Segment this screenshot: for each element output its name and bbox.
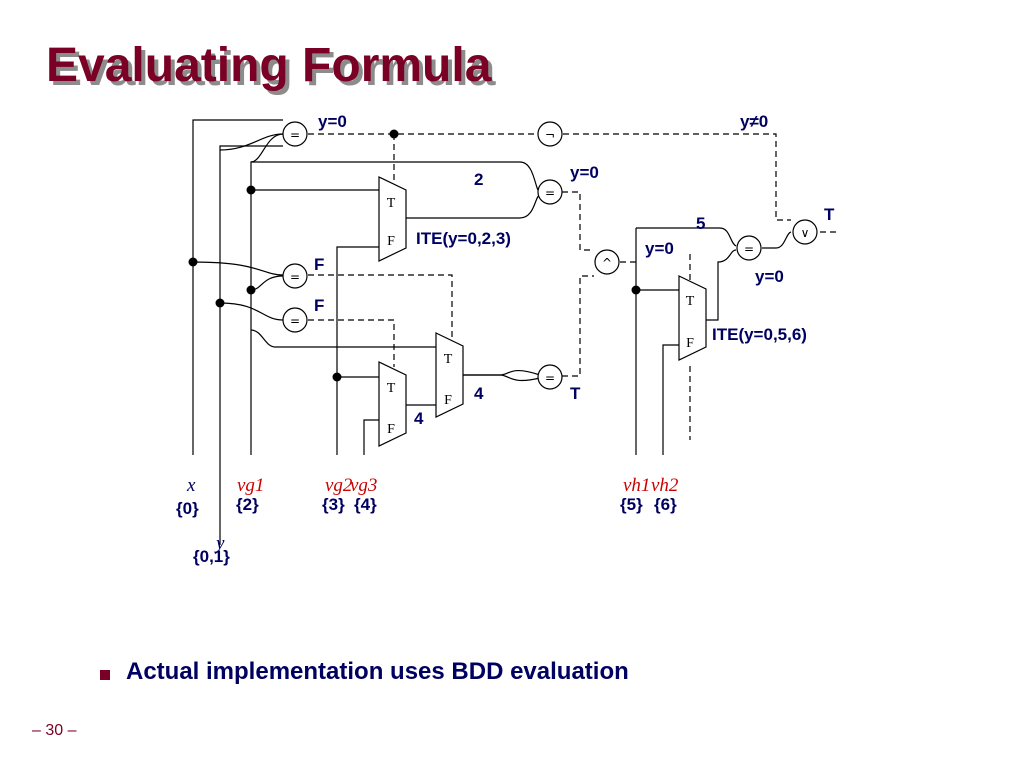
label-val-4a: 4	[474, 384, 484, 403]
input-vg1-name: vg1	[237, 475, 264, 496]
mux-2	[435, 332, 464, 418]
mux-3	[378, 361, 407, 447]
page-number: – 30 –	[32, 722, 77, 739]
input-vg2-name: vg2	[325, 475, 353, 496]
input-vg2-set: {3}	[322, 495, 345, 514]
junction-dot	[246, 185, 256, 195]
op-symbol: ∨	[801, 226, 810, 240]
input-x-name: x	[186, 475, 196, 496]
op-symbol: =	[545, 371, 555, 385]
input-y-set: {0,1}	[193, 547, 230, 566]
eq-node-x-vg3	[282, 307, 308, 333]
label-or-out: T	[824, 205, 835, 224]
label-ite1: ITE(y=0,2,3)	[416, 229, 511, 248]
op-symbol: ^	[602, 256, 612, 270]
junction-dot	[188, 257, 198, 267]
input-vg3-name: vg3	[350, 475, 377, 496]
label-ite2: ITE(y=0,5,6)	[712, 325, 807, 344]
eq-node-5	[736, 235, 762, 261]
junction-dot	[246, 285, 256, 295]
wire-x	[192, 119, 283, 455]
op-symbol: =	[290, 128, 300, 142]
input-vh2-name: vh2	[651, 475, 679, 496]
input-y-name: y	[214, 533, 225, 554]
input-vh2-set: {6}	[654, 495, 677, 514]
op-symbol: =	[290, 270, 300, 284]
mux-t-label: T	[387, 381, 396, 396]
wire-vh1	[635, 289, 679, 455]
label-val-4b: 4	[414, 409, 424, 428]
mux-t-label: T	[686, 294, 695, 309]
label-eq2-out: y=0	[570, 163, 599, 182]
mux-f-label: F	[387, 234, 395, 249]
label-val-5: 5	[696, 214, 705, 233]
junction-dot	[215, 298, 225, 308]
slide-title: Evaluating Formula	[46, 39, 492, 92]
input-vh1-set: {5}	[620, 495, 643, 514]
eq-node-4	[537, 364, 563, 390]
mux-t-label: T	[444, 352, 453, 367]
label-top-eq: y=0	[318, 112, 347, 131]
input-x-set: {0}	[176, 499, 199, 518]
mux-4	[678, 275, 707, 361]
and-node	[594, 249, 620, 275]
junction-dot	[631, 285, 641, 295]
wire-vg3	[363, 419, 379, 455]
label-eq-x-vg3: F	[314, 296, 324, 315]
label-val-2: 2	[474, 170, 483, 189]
wire-vg2	[336, 246, 379, 455]
or-node	[792, 219, 818, 245]
junction-dot	[332, 372, 342, 382]
input-vg3-set: {4}	[354, 495, 377, 514]
wire-vh2	[662, 344, 679, 455]
not-node	[537, 121, 563, 147]
mux-t-label: T	[387, 196, 396, 211]
label-not-out: y≠0	[740, 112, 768, 131]
label-eq5-out: y=0	[755, 267, 784, 286]
wire-y	[219, 145, 283, 545]
eq-node-top	[282, 121, 308, 147]
label-eq-x-vg2: F	[314, 255, 324, 274]
bullet-text: Actual implementation uses BDD evaluatio…	[126, 658, 629, 685]
junction-dot	[389, 129, 399, 139]
op-symbol: =	[545, 186, 555, 200]
bullet-marker	[100, 670, 110, 680]
mux-f-label: F	[444, 393, 452, 408]
label-eq4-out: T	[570, 384, 581, 403]
op-symbol: ¬	[545, 128, 555, 142]
input-vh1-name: vh1	[623, 475, 650, 496]
mux-f-label: F	[387, 422, 395, 437]
label-and-in: y=0	[645, 239, 674, 258]
op-symbol: =	[744, 242, 754, 256]
mux-1	[378, 176, 407, 262]
eq-node-x-vg2	[282, 263, 308, 289]
eq-node-2	[537, 179, 563, 205]
mux-f-label: F	[686, 336, 694, 351]
input-vg1-set: {2}	[236, 495, 259, 514]
op-symbol: =	[290, 314, 300, 328]
